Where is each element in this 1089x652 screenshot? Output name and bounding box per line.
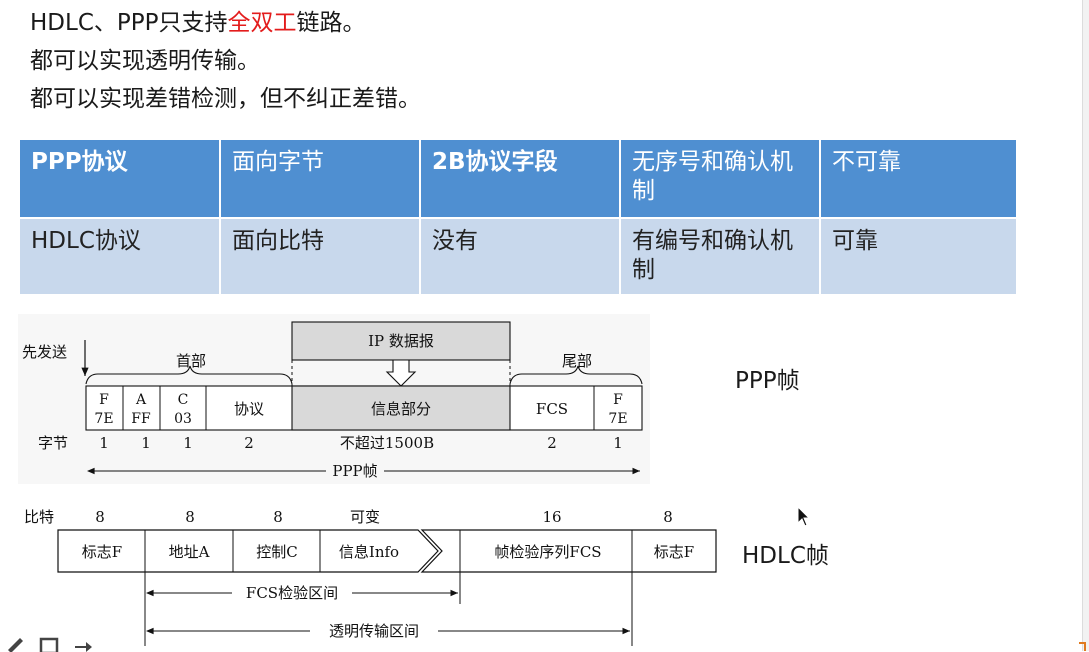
ip-datagram-label: IP 数据报 [368, 332, 434, 350]
hdlc-field-flag-end: 标志F [654, 543, 694, 561]
ppp-field-info: 信息部分 [371, 400, 431, 418]
ppp-byte-count: 1 [99, 434, 109, 452]
hdlc-frame-right [420, 529, 717, 573]
transparent-range-label: 透明传输区间 [329, 622, 419, 640]
hdlc-bit-count: 可变 [350, 508, 380, 526]
fcs-range-label: FCS检验区间 [246, 584, 338, 602]
ppp-bytes-label: 字节 [38, 434, 68, 452]
ppp-byte-count: 2 [244, 434, 254, 452]
ppp-send-first: 先发送 [22, 343, 67, 361]
hdlc-bit-count: 8 [185, 508, 195, 526]
ppp-span-label: PPP帧 [332, 462, 377, 480]
hdlc-field-flag: 标志F [82, 543, 122, 561]
hdlc-frame-diagram: 比特 8 8 8 可变 16 8 标志F 地址A 控制C 信息Info 帧检验序… [20, 500, 720, 648]
hdlc-field-control: 控制C [256, 543, 297, 561]
hdlc-field-address: 地址A [169, 543, 210, 561]
table-cell: 2B协议字段 [420, 140, 621, 219]
hdlc-bit-count: 8 [273, 508, 283, 526]
ppp-byte-count: 1 [141, 434, 151, 452]
hdlc-field-info: 信息Info [339, 543, 399, 561]
hdlc-bit-count: 8 [663, 508, 673, 526]
comparison-table: PPP协议 面向字节 2B协议字段 无序号和确认机制 不可靠 HDLC协议 面向… [20, 140, 1018, 296]
ppp-trailer-label: 尾部 [562, 352, 592, 370]
table-cell: 有编号和确认机制 [620, 218, 821, 296]
table-cell: HDLC协议 [20, 218, 221, 296]
ppp-byte-count: 不超过1500B [340, 434, 434, 452]
ppp-field-fcs: FCS [536, 400, 568, 418]
ppp-field-bottom: FF [131, 411, 151, 427]
ppp-header-label: 首部 [176, 352, 206, 370]
hdlc-bits-label: 比特 [24, 508, 54, 526]
ppp-frame-label: PPP帧 [735, 368, 800, 394]
table-cell: 无序号和确认机制 [620, 140, 821, 219]
ppp-byte-count: 1 [613, 434, 623, 452]
table-row: PPP协议 面向字节 2B协议字段 无序号和确认机制 不可靠 [20, 140, 1018, 219]
mouse-pointer-icon [797, 506, 811, 527]
ppp-frame-diagram: 先发送 首部 IP 数据报 尾部 F 7E A FF C 03 协议 信息部分 … [18, 314, 650, 484]
ppp-field-top: F [99, 392, 109, 408]
corner-mark-icon [1079, 642, 1086, 651]
encapsulate-arrow [385, 359, 417, 387]
ppp-field-top: F [613, 392, 623, 408]
slides-icon[interactable] [38, 634, 60, 652]
table-cell: 面向字节 [220, 140, 421, 219]
hdlc-frame-left [57, 529, 439, 573]
ppp-field-bottom: 7E [608, 411, 627, 427]
ppp-field-bottom: 7E [94, 411, 113, 427]
trailer-brace [509, 365, 643, 385]
hdlc-frame-label: HDLC帧 [742, 543, 829, 569]
hdlc-bit-count: 8 [95, 508, 105, 526]
table-cell: 面向比特 [220, 218, 421, 296]
bullet-list: HDLC、PPP只支持全双工链路。 都可以实现透明传输。 都可以实现差错检测，但… [30, 4, 421, 118]
hdlc-field-fcs: 帧检验序列FCS [494, 543, 601, 561]
ppp-info-field [291, 385, 511, 431]
table-row: HDLC协议 面向比特 没有 有编号和确认机制 可靠 [20, 218, 1018, 296]
table-cell: 可靠 [820, 218, 1018, 296]
ppp-field-top: C [178, 392, 189, 408]
table-cell: 不可靠 [820, 140, 1018, 219]
ppp-field-top: A [135, 392, 147, 408]
ppp-byte-count: 2 [547, 434, 557, 452]
window-edge [1082, 0, 1089, 651]
hdlc-bit-count: 16 [542, 508, 561, 526]
presentation-toolbar [4, 634, 94, 652]
table-cell: 没有 [420, 218, 621, 296]
pen-icon[interactable] [4, 634, 26, 652]
arrow-right-icon[interactable] [72, 634, 94, 652]
bullet-line-3: 都可以实现差错检测，但不纠正差错。 [30, 86, 421, 112]
bullet-line-1: HDLC、PPP只支持全双工链路。 [30, 4, 421, 42]
bullet-1-highlight: 全双工 [227, 10, 297, 36]
ppp-frame-svg: 先发送 首部 IP 数据报 尾部 F 7E A FF C 03 协议 信息部分 … [22, 321, 643, 480]
bullet-1-prefix: HDLC、PPP只支持 [30, 10, 228, 36]
hdlc-frame-svg: 比特 8 8 8 可变 16 8 标志F 地址A 控制C 信息Info 帧检验序… [24, 508, 717, 646]
header-brace [85, 365, 293, 385]
ppp-field-protocol: 协议 [234, 400, 264, 418]
ppp-byte-count: 1 [183, 434, 193, 452]
table-cell: PPP协议 [20, 140, 221, 219]
ip-datagram-box [291, 321, 511, 361]
bullet-line-2: 都可以实现透明传输。 [30, 48, 260, 74]
bullet-1-suffix: 链路。 [296, 10, 366, 36]
ppp-field-bottom: 03 [174, 411, 192, 427]
